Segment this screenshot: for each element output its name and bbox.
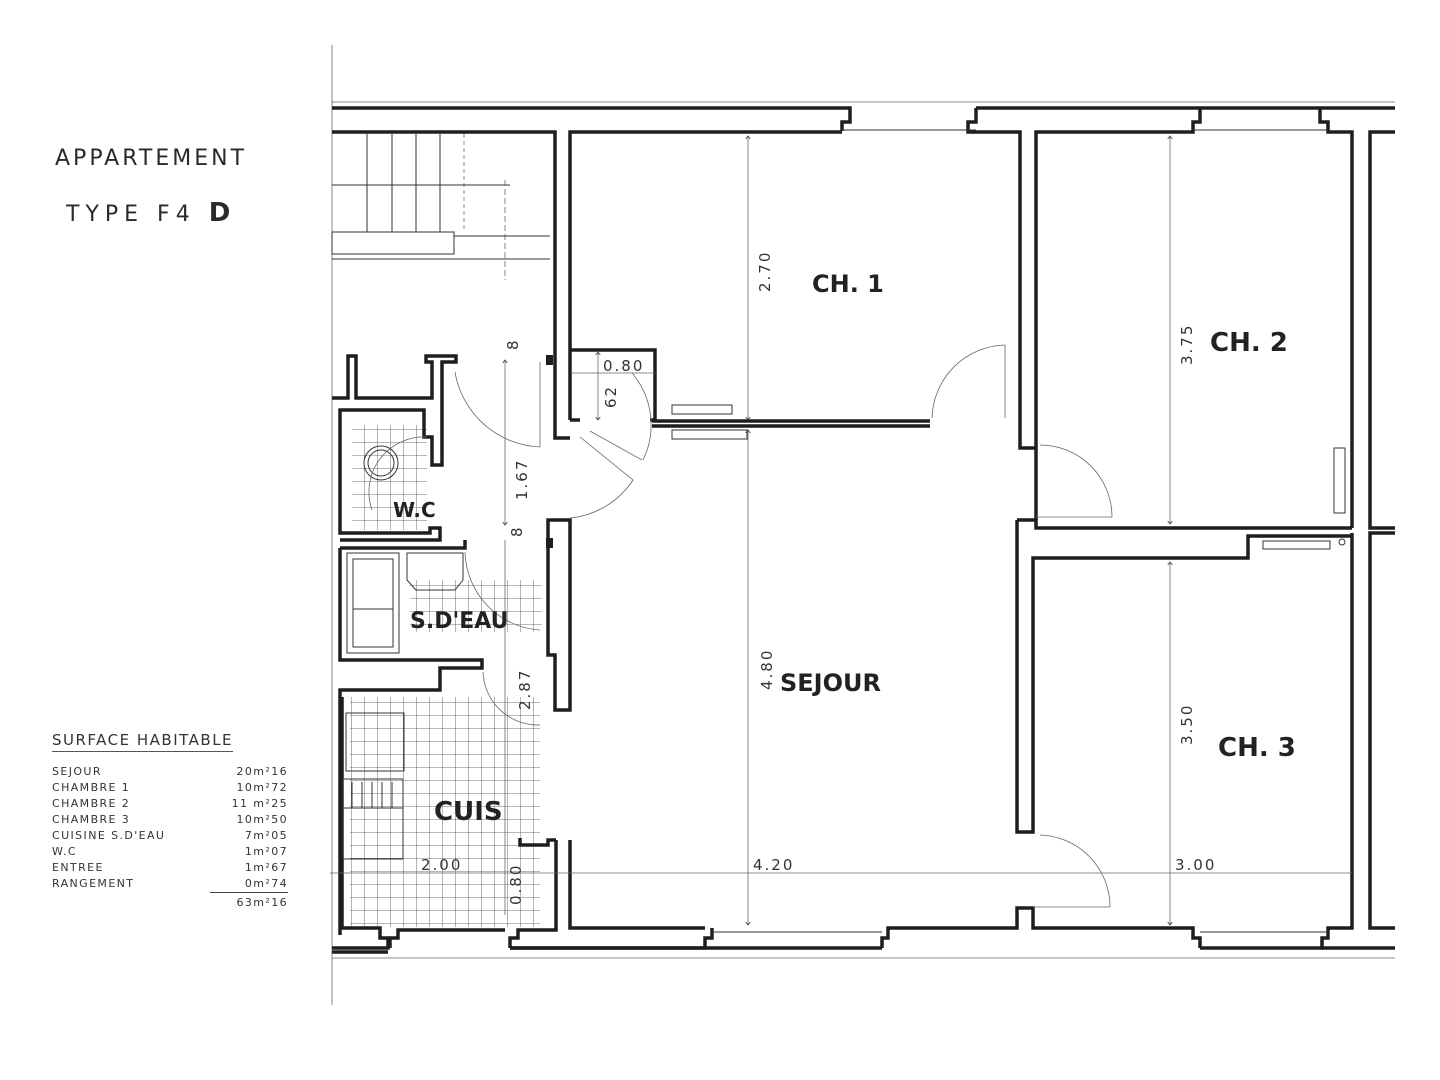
- surface-label: CHAMBRE 3: [52, 813, 131, 826]
- dim-wall-top: 8: [504, 338, 522, 350]
- tiled-floors: [350, 425, 542, 927]
- bath-fixtures: [346, 552, 464, 654]
- dim-rangement-depth: 62: [602, 385, 620, 408]
- surface-row: ENTREE 1m²67: [52, 860, 288, 876]
- surface-row: CUISINE S.D'EAU 7m²05: [52, 828, 288, 844]
- surface-heading: SURFACE HABITABLE: [52, 731, 234, 752]
- interior-walls-service: [332, 348, 930, 935]
- apartment-variant: D: [208, 198, 231, 228]
- surface-label: CHAMBRE 2: [52, 797, 131, 810]
- room-label-wc: W.C: [393, 498, 436, 522]
- surface-value: 10m²72: [236, 781, 288, 794]
- surface-value: 11 m²25: [231, 797, 288, 810]
- surface-total: 63m²16: [236, 896, 288, 909]
- surface-total-row: 63m²16: [52, 893, 288, 912]
- surface-row: CHAMBRE 1 10m²72: [52, 780, 288, 796]
- dim-ch3-width: 3.00: [1175, 856, 1216, 874]
- exterior-wall-bottom: [332, 531, 1395, 954]
- plan-title: APPARTEMENT: [55, 146, 248, 171]
- surface-table: SURFACE HABITABLE SEJOUR 20m²16 CHAMBRE 1…: [52, 730, 292, 911]
- wc-fixture: [363, 445, 399, 481]
- surface-list: SEJOUR 20m²16 CHAMBRE 1 10m²72 CHAMBRE 2 11…: [52, 764, 288, 911]
- dim-cuis-small: 0.80: [507, 864, 525, 905]
- plan-subtitle: TYPE F4 D: [66, 198, 230, 228]
- dim-ch1-depth: 2.70: [756, 251, 774, 292]
- dim-ch3-depth: 3.50: [1178, 704, 1196, 745]
- surface-value: 20m²16: [236, 765, 288, 778]
- surface-label: W.C: [52, 845, 77, 858]
- apartment-type: TYPE F4: [66, 202, 196, 227]
- surface-label: CUISINE S.D'EAU: [52, 829, 166, 842]
- stairwell: [331, 134, 550, 280]
- room-label-ch3: CH. 3: [1218, 733, 1296, 763]
- kitchen-fixtures: [342, 712, 405, 860]
- room-label-sdeau: S.D'EAU: [410, 609, 508, 634]
- surface-value: 1m²07: [244, 845, 288, 858]
- dim-sejour-width: 4.20: [753, 856, 794, 874]
- room-label-ch1: CH. 1: [812, 270, 884, 298]
- surface-label: SEJOUR: [52, 765, 102, 778]
- doors: [368, 344, 1113, 908]
- exterior-wall-top: [332, 106, 1395, 530]
- surface-row: CHAMBRE 2 11 m²25: [52, 796, 288, 812]
- room-label-cuis: CUIS: [434, 797, 503, 827]
- dim-wall-bottom: 8: [508, 525, 526, 537]
- dim-sdeau-length: 2.87: [516, 669, 534, 710]
- surface-label: CHAMBRE 1: [52, 781, 131, 794]
- surface-value: 1m²67: [244, 861, 288, 874]
- surface-label: ENTREE: [52, 861, 104, 874]
- reference-lines: [331, 45, 1395, 1005]
- dim-sejour-depth: 4.80: [758, 649, 776, 690]
- surface-value: 0m²74: [209, 876, 288, 893]
- room-label-ch2: CH. 2: [1210, 328, 1288, 358]
- dim-entree-length: 1.67: [513, 459, 531, 500]
- interior-walls-bedrooms: [671, 404, 1352, 834]
- surface-row: W.C 1m²07: [52, 844, 288, 860]
- dimension-lines: [330, 136, 1352, 925]
- surface-row: RANGEMENT 0m²74: [52, 876, 288, 893]
- surface-row: CHAMBRE 3 10m²50: [52, 812, 288, 828]
- surface-label: RANGEMENT: [52, 877, 135, 891]
- dim-ch2-depth: 3.75: [1178, 324, 1196, 365]
- surface-value: 7m²05: [244, 829, 288, 842]
- surface-value: 10m²50: [236, 813, 288, 826]
- dim-cuis-width: 2.00: [421, 856, 462, 874]
- surface-row: SEJOUR 20m²16: [52, 764, 288, 780]
- room-label-sejour: SEJOUR: [780, 669, 881, 697]
- dim-rangement-width: 0.80: [603, 357, 644, 375]
